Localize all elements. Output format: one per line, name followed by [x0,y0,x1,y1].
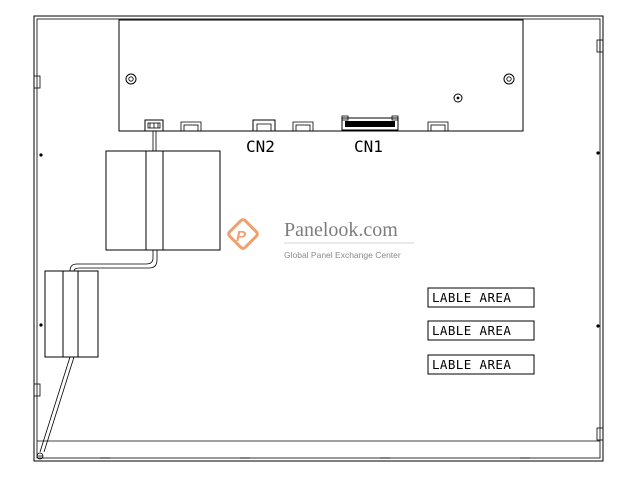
cn1-label: CN1 [354,137,383,156]
watermark-tagline: Global Panel Exchange Center [284,250,401,260]
screw-icon [125,73,137,85]
corner-mount-icon [36,452,44,460]
watermark: P Panelook.com Global Panel Exchange Cen… [227,218,414,260]
lamp-cables [39,131,158,453]
right-side-tabs [596,39,604,441]
panelook-logo-icon: P [227,218,259,250]
label-area-text: LABLE AREA [432,290,511,305]
cn2-label: CN2 [246,137,275,156]
label-area-1: LABLE AREA [427,287,535,308]
left-side-tabs [33,75,43,397]
small-connector [292,121,314,132]
small-connector [180,121,202,132]
label-area-text: LABLE AREA [432,323,511,338]
cn2-connector [252,119,276,131]
pcb-board: CN2 CN1 [118,19,524,156]
backlight-connector [144,119,164,132]
outer-frame [33,15,604,462]
watermark-name: Panelook.com [284,219,398,241]
screw-icon [503,73,515,85]
svg-text:P: P [236,228,247,245]
label-area-3: LABLE AREA [427,354,535,375]
small-connector [427,121,449,132]
cn1-connector [341,115,399,131]
label-area-text: LABLE AREA [432,357,511,372]
test-point-icon [453,93,463,103]
label-area-2: LABLE AREA [427,320,535,341]
lower-inverter-box [44,270,99,358]
upper-inverter-box [105,150,221,251]
